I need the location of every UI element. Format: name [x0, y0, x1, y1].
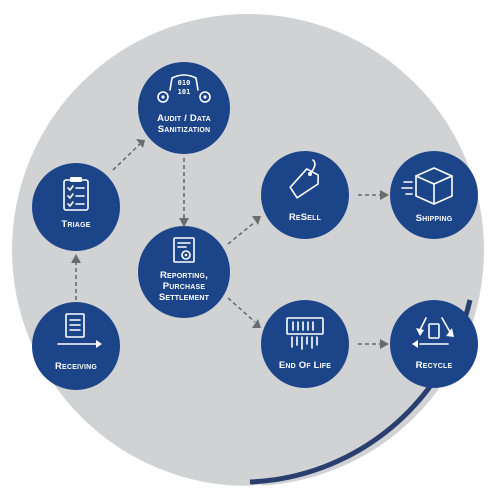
svg-text:010: 010: [178, 79, 191, 87]
report-gear-icon: [173, 237, 195, 263]
background-circle: [12, 14, 484, 486]
document-arrows-icon: [57, 313, 102, 348]
arrowhead-audit-reporting: [179, 218, 189, 227]
node-receiving[interactable]: Receiving: [32, 302, 120, 390]
node-triage[interactable]: Triage: [32, 163, 120, 251]
node-receiving-label: Receiving: [55, 361, 97, 372]
node-audit-label-line2: Sanitization: [158, 124, 211, 135]
arrow-reporting-resell: [227, 221, 256, 245]
arrowhead-triage-audit: [136, 139, 145, 148]
node-reporting-label-line3: Settlement: [159, 292, 210, 303]
node-recycle[interactable]: Recycle: [390, 300, 478, 388]
clipboard-checklist-icon: [63, 177, 89, 211]
node-shipping-label: Shipping: [416, 213, 453, 224]
node-end-of-life-label: End Of Life: [279, 360, 331, 371]
arrowhead-endoflife-recycle: [380, 339, 389, 349]
arrow-reporting-endoflife: [227, 297, 256, 323]
recycle-icon: [412, 317, 454, 348]
node-audit-label-line1: Audit / Data: [157, 113, 211, 124]
package-box-icon: [401, 167, 453, 205]
binary-gears-icon: 010 101: [157, 74, 211, 103]
node-reporting-label-line2: Purchase: [163, 281, 206, 292]
node-triage-label: Triage: [61, 219, 90, 230]
svg-text:101: 101: [178, 88, 191, 96]
arrow-triage-audit: [112, 143, 141, 171]
node-receiving-circle: [32, 302, 120, 390]
node-resell-circle: [261, 151, 349, 239]
connector-arrows: [71, 139, 389, 349]
node-resell[interactable]: ReSell: [261, 151, 349, 239]
node-audit-circle: [138, 62, 230, 154]
arrowhead-reporting-endoflife: [252, 319, 261, 328]
node-reporting-circle: [138, 226, 230, 318]
node-triage-circle: [32, 163, 120, 251]
arrowhead-reporting-resell: [252, 216, 261, 225]
node-audit[interactable]: 010 101 Audit / Data Sanitization: [138, 62, 230, 154]
shredder-icon: [286, 317, 324, 350]
node-resell-label: ReSell: [289, 212, 322, 223]
node-reporting-label-line1: Reporting,: [160, 270, 208, 281]
node-recycle-label: Recycle: [416, 360, 453, 371]
node-reporting[interactable]: Reporting, Purchase Settlement: [138, 226, 230, 318]
node-end-of-life[interactable]: End Of Life: [261, 300, 349, 388]
arrowhead-receiving-triage: [71, 254, 81, 263]
node-end-of-life-circle: [261, 300, 349, 388]
swoosh-arc: [0, 59, 263, 493]
node-shipping[interactable]: Shipping: [390, 151, 478, 239]
price-tag-icon: [289, 159, 320, 199]
arrowhead-resell-shipping: [380, 190, 389, 200]
